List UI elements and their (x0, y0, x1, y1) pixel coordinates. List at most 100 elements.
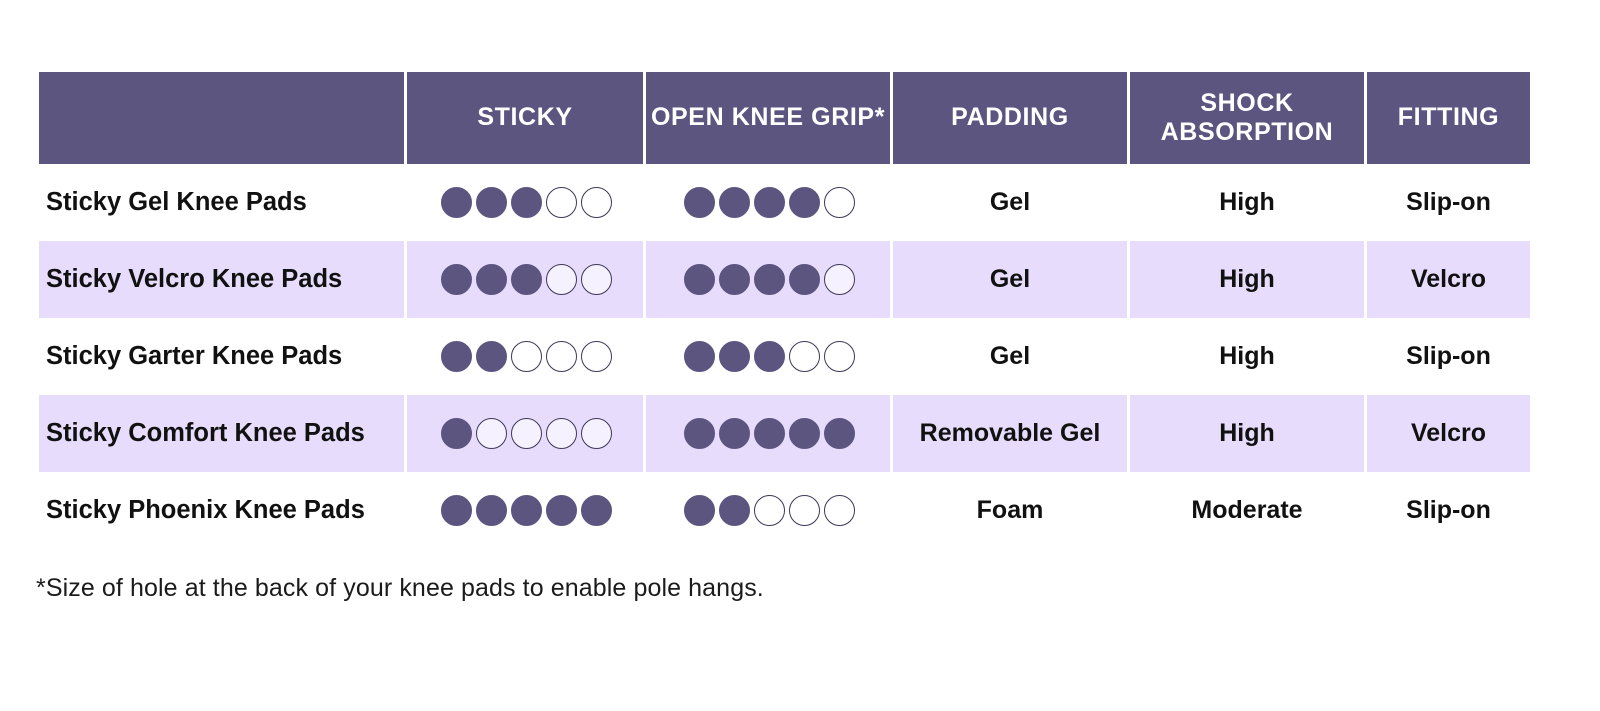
grip-rating-cell (646, 241, 890, 318)
table-row: Sticky Gel Knee Pads Gel High Slip-on (39, 164, 1530, 241)
rating-dots (646, 418, 890, 449)
rating-dot-filled (510, 264, 542, 295)
grip-rating-cell (646, 318, 890, 395)
product-name: Sticky Comfort Knee Pads (39, 395, 404, 472)
product-comparison-table: STICKY OPEN KNEE GRIP* PADDING SHOCK ABS… (36, 72, 1533, 549)
rating-dots (407, 187, 643, 218)
grip-rating-cell (646, 395, 890, 472)
rating-dot-empty (823, 187, 855, 218)
rating-dot-empty (580, 264, 612, 295)
table-row: Sticky Phoenix Knee Pads Foam Moderate S… (39, 472, 1530, 549)
rating-dot-empty (510, 341, 542, 372)
sticky-rating-cell (407, 241, 643, 318)
column-header-fitting: FITTING (1367, 72, 1530, 164)
shock-absorption-value: High (1130, 318, 1364, 395)
column-header-sticky: STICKY (407, 72, 643, 164)
rating-dot-filled (823, 418, 855, 449)
rating-dots (407, 495, 643, 526)
rating-dot-filled (440, 495, 472, 526)
rating-dot-filled (718, 264, 750, 295)
rating-dots (407, 341, 643, 372)
rating-dots (407, 418, 643, 449)
rating-dot-filled (475, 264, 507, 295)
rating-dot-filled (683, 264, 715, 295)
sticky-rating-cell (407, 164, 643, 241)
rating-dots (646, 187, 890, 218)
rating-dot-filled (788, 418, 820, 449)
column-header-shock-absorption: SHOCK ABSORPTION (1130, 72, 1364, 164)
rating-dot-filled (753, 187, 785, 218)
rating-dot-filled (683, 341, 715, 372)
shock-absorption-value: High (1130, 395, 1364, 472)
rating-dots (646, 495, 890, 526)
rating-dot-filled (440, 264, 472, 295)
rating-dot-filled (510, 495, 542, 526)
table-header-row: STICKY OPEN KNEE GRIP* PADDING SHOCK ABS… (39, 72, 1530, 164)
rating-dot-filled (753, 264, 785, 295)
rating-dot-filled (718, 341, 750, 372)
fitting-value: Slip-on (1367, 318, 1530, 395)
grip-rating-cell (646, 472, 890, 549)
rating-dot-filled (683, 187, 715, 218)
table-row: Sticky Comfort Knee Pads Removable Gel H… (39, 395, 1530, 472)
padding-value: Gel (893, 318, 1127, 395)
rating-dot-filled (440, 187, 472, 218)
product-name: Sticky Garter Knee Pads (39, 318, 404, 395)
rating-dot-empty (823, 495, 855, 526)
sticky-rating-cell (407, 472, 643, 549)
shock-absorption-value: High (1130, 164, 1364, 241)
table-body: Sticky Gel Knee Pads Gel High Slip-on St… (39, 164, 1530, 549)
fitting-value: Slip-on (1367, 472, 1530, 549)
rating-dot-filled (788, 187, 820, 218)
rating-dot-empty (545, 418, 577, 449)
rating-dot-filled (753, 341, 785, 372)
rating-dot-empty (545, 264, 577, 295)
rating-dot-empty (580, 187, 612, 218)
rating-dot-filled (753, 418, 785, 449)
sticky-rating-cell (407, 318, 643, 395)
table-row: Sticky Garter Knee Pads Gel High Slip-on (39, 318, 1530, 395)
rating-dot-filled (475, 495, 507, 526)
rating-dot-empty (823, 264, 855, 295)
rating-dot-empty (753, 495, 785, 526)
padding-value: Removable Gel (893, 395, 1127, 472)
sticky-rating-cell (407, 395, 643, 472)
column-header-padding: PADDING (893, 72, 1127, 164)
rating-dot-filled (510, 187, 542, 218)
rating-dot-empty (580, 341, 612, 372)
product-name: Sticky Phoenix Knee Pads (39, 472, 404, 549)
rating-dot-empty (475, 418, 507, 449)
column-header-open-knee-grip: OPEN KNEE GRIP* (646, 72, 890, 164)
product-name: Sticky Gel Knee Pads (39, 164, 404, 241)
rating-dot-empty (545, 341, 577, 372)
padding-value: Foam (893, 472, 1127, 549)
shock-absorption-value: High (1130, 241, 1364, 318)
rating-dot-filled (475, 187, 507, 218)
rating-dot-filled (788, 264, 820, 295)
table-footnote: *Size of hole at the back of your knee p… (36, 574, 764, 602)
fitting-value: Velcro (1367, 241, 1530, 318)
rating-dot-filled (718, 495, 750, 526)
rating-dots (407, 264, 643, 295)
rating-dots (646, 264, 890, 295)
rating-dot-filled (580, 495, 612, 526)
rating-dot-filled (440, 341, 472, 372)
fitting-value: Velcro (1367, 395, 1530, 472)
rating-dot-empty (545, 187, 577, 218)
rating-dot-filled (683, 495, 715, 526)
padding-value: Gel (893, 164, 1127, 241)
product-name: Sticky Velcro Knee Pads (39, 241, 404, 318)
rating-dot-filled (718, 187, 750, 218)
padding-value: Gel (893, 241, 1127, 318)
rating-dot-filled (683, 418, 715, 449)
rating-dot-empty (510, 418, 542, 449)
column-header-product (39, 72, 404, 164)
rating-dot-filled (718, 418, 750, 449)
fitting-value: Slip-on (1367, 164, 1530, 241)
rating-dot-filled (545, 495, 577, 526)
rating-dot-empty (788, 495, 820, 526)
shock-absorption-value: Moderate (1130, 472, 1364, 549)
rating-dots (646, 341, 890, 372)
rating-dot-filled (440, 418, 472, 449)
